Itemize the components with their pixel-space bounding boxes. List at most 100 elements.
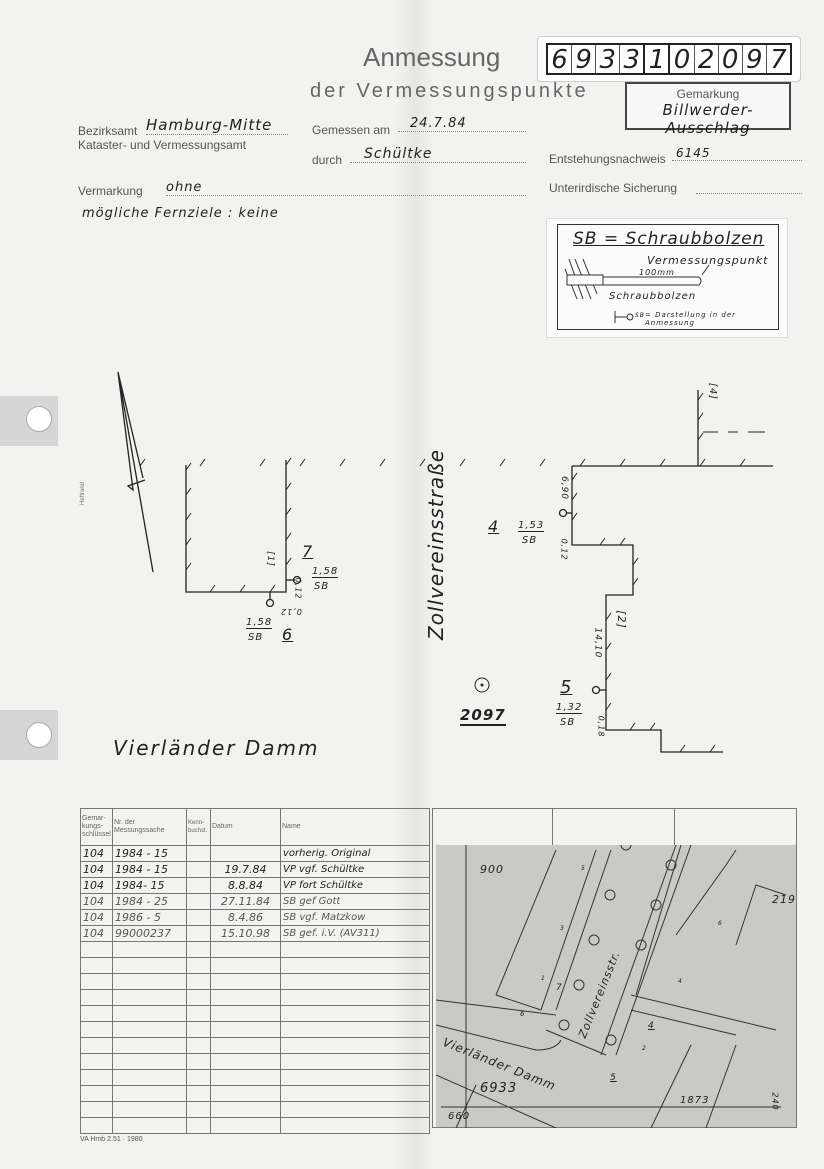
durch-value: Schültke [350,146,526,163]
register-cell [112,1101,187,1118]
legend-bolt-label: Schraubbolzen [609,291,697,302]
point-4-distance: 6,90 [559,475,570,501]
point-4-marker [558,508,568,518]
gemarkung-label: Gemarkung [676,87,740,101]
register-cell [112,1117,187,1134]
map-label-6933: 6933 [480,1081,518,1096]
register-cell [80,1021,113,1038]
fernziele-note: mögliche Fernziele : keine [82,206,279,221]
sicherung-line [696,181,802,194]
register-row-empty [80,1037,430,1054]
register-row-empty [80,957,430,974]
street-label-vierlaender: Vierländer Damm [113,736,320,760]
register-cell [80,1037,113,1054]
register-header: Nr. der Messungssache [112,808,187,846]
register-cell [186,1037,211,1054]
register-cell: 15.10.98 [210,925,281,942]
bezirksamt-value: Hamburg-Mitte [146,116,288,135]
register-cell [280,1117,430,1134]
legend-symbol-text: SB [635,312,645,319]
register-cell [186,1005,211,1022]
register-row-empty [80,1005,430,1022]
point-number-digit: 9 [743,45,767,75]
point-number-digit: 7 [770,45,787,75]
tree-icon [588,934,600,946]
north-arrow-icon [117,371,154,573]
building-4-outline [572,390,773,467]
point-6-number: 6 [282,625,294,644]
map-house-1: 1 [541,975,546,982]
register-cell: SB vgf. Matzkow [280,909,430,926]
tree-icon [635,939,647,951]
street-label-zollverein: Zollvereinsstraße [424,448,448,640]
register-cell [112,1053,187,1070]
main-point-marker [474,677,490,693]
register-cell [186,877,211,894]
tree-icon [650,899,662,911]
point-4-number: 4 [488,517,500,536]
register-cell [80,1117,113,1134]
register-cell [280,1101,430,1118]
register-cell: 8.4.86 [210,909,281,926]
register-header: Gemar-kungs-schlüssel [80,808,113,846]
amt-label: Kataster- und Vermessungsamt [78,138,247,152]
register-cell [186,925,211,942]
survey-sketch [117,371,773,753]
register-cell [80,973,113,990]
document-subtitle: der Vermessungspunkte [310,80,589,102]
register-cell [210,845,281,862]
register-cell [210,1021,281,1038]
register-row-empty [80,1117,430,1134]
register-cell: 1984 - 15 [112,861,187,878]
register-cell [280,989,430,1006]
building-4-label: [4] [707,382,719,401]
point-number-digit: 2 [695,45,719,75]
point-5-value: 1,32 [556,702,583,714]
point-number-digit: 0 [719,45,743,75]
bezirksamt-label: Bezirksamt [78,124,138,138]
map-house-3: 3 [560,925,565,932]
cadastral-map: 900 219 Zollvereinsstr. Vierländer Damm … [436,845,796,1128]
register-cell [112,973,187,990]
register-cell [186,1117,211,1134]
register-cell [210,1037,281,1054]
point-5-offset: 0,18 [596,715,606,738]
gemarkung-box: Gemarkung Billwerder-Ausschlag [625,82,791,137]
register-cell [112,1085,187,1102]
map-house-2: 2 [642,1045,647,1052]
register-cell [280,1037,430,1054]
point-6-marker [265,598,275,608]
form-number: VA Hmb 2.51 · 1980 [80,1136,143,1143]
register-cell [280,1021,430,1038]
point-number-digit: 0 [670,45,695,75]
register-cell [210,1117,281,1134]
register-cell [210,1085,281,1102]
register-cell [186,861,211,878]
tree-icon [604,889,616,901]
register-cell [186,845,211,862]
register-cell [112,1069,187,1086]
sicherung-label: Unterirdische Sicherung [549,181,678,195]
register-cell [210,941,281,958]
register-cell: 27.11.84 [210,893,281,910]
register-cell [280,957,430,974]
map-point-6: 6 [520,1010,526,1018]
register-cell: 8.8.84 [210,877,281,894]
register-cell [112,941,187,958]
register-cell [80,1053,113,1070]
register-cell [80,1069,113,1086]
document-title: Anmessung [363,42,501,72]
map-label-219: 219 [772,893,796,906]
register-cell: 104 [80,893,113,910]
register-cell: VP fort Schültke [280,877,430,894]
register-header: Datum [210,808,281,846]
legend-title: SB = Schraubbolzen [573,229,765,249]
register-cell [186,941,211,958]
point-6-offset: 0,12 [280,607,302,616]
register-cell [210,957,281,974]
map-point-7: 7 [556,983,563,993]
register-cell: 1984 - 25 [112,893,187,910]
